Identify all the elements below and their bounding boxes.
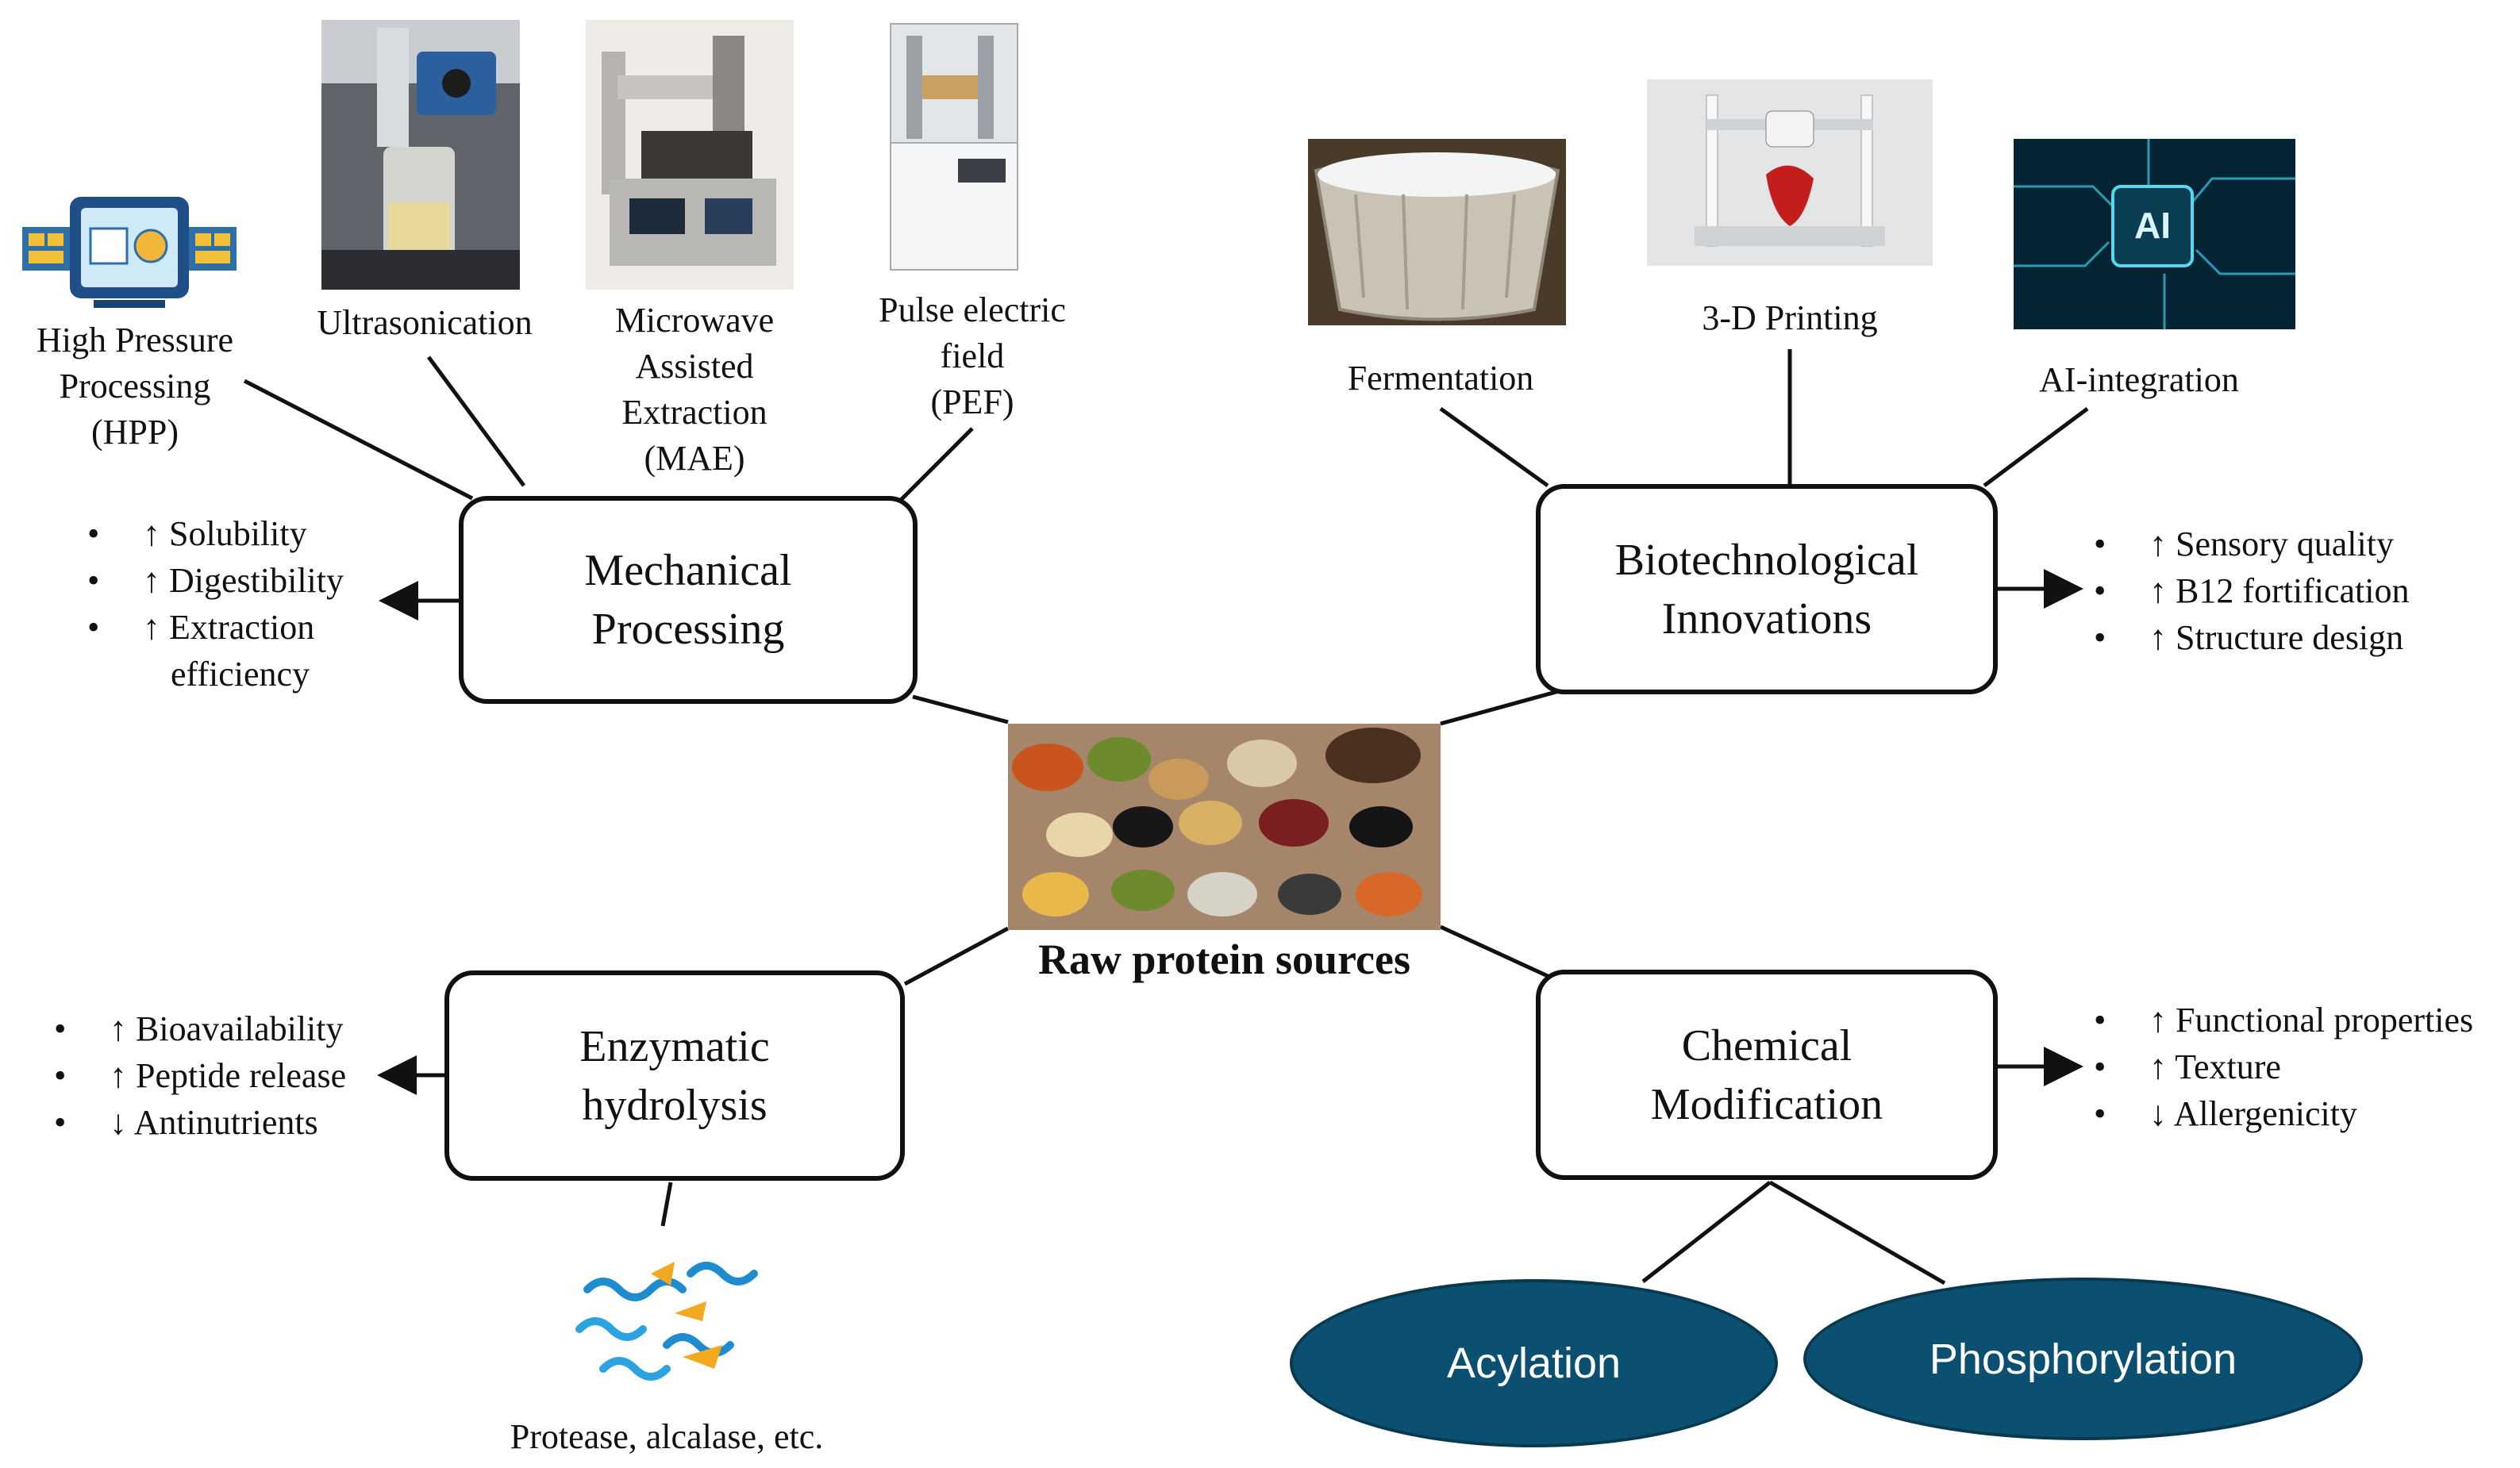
enzyme-label: Protease, alcalase, etc. (510, 1417, 824, 1456)
line-center-enzymatic (903, 926, 1010, 986)
microwave-extractor-image (586, 20, 794, 290)
line-acylation (1641, 1181, 1772, 1283)
line-enzyme (660, 1182, 673, 1227)
3d-printer-image (1647, 79, 1933, 266)
line-center-mechanical (912, 694, 1009, 724)
effect-item: ↑ B12 fortification (2094, 567, 2410, 614)
mae-label: Microwave Assisted Extraction (MAE) (564, 298, 825, 482)
fermentation-pot-image (1308, 139, 1566, 325)
effect-item: ↓ Antinutrients (54, 1099, 346, 1146)
ultrasonication-label: Ultrasonication (294, 300, 556, 346)
enzymatic-title-line: hydrolysis (582, 1080, 768, 1130)
acylation-node[interactable]: Acylation (1290, 1279, 1778, 1447)
ultrasonication-label-line: Ultrasonication (317, 303, 533, 342)
mechanical-processing-box[interactable]: Mechanical Processing (459, 496, 918, 704)
effect-item: efficiency (171, 655, 310, 694)
hpp-label: High Pressure Processing (HPP) (4, 317, 266, 455)
pef-label-line: (PEF) (930, 382, 1014, 421)
ultrasonication-image (321, 20, 520, 290)
line-ai (1983, 406, 2089, 488)
chemical-effects-list: ↑ Functional properties ↑ Texture ↓ Alle… (2094, 997, 2473, 1137)
effect-item: ↓ Allergenicity (2094, 1090, 2473, 1137)
phosphorylation-node[interactable]: Phosphorylation (1803, 1278, 2363, 1440)
effect-item: ↑ Peptide release (54, 1052, 346, 1099)
enzymatic-effects-list: ↑ Bioavailability ↑ Peptide release ↓ An… (54, 1005, 346, 1146)
line-fermentation (1439, 406, 1549, 488)
effect-item: ↑ Digestibility (87, 557, 344, 604)
mechanical-effects-list: ↑ Solubility ↑ Digestibility ↑ Extractio… (87, 510, 344, 697)
acylation-label: Acylation (1446, 1339, 1622, 1387)
3d-printing-label: 3-D Printing (1702, 298, 1878, 337)
mae-label-line: Microwave (614, 301, 775, 340)
chemical-modification-box[interactable]: Chemical Modification (1536, 970, 1998, 1180)
ai-integration-label: AI-integration (2039, 360, 2239, 399)
mae-label-line: Assisted (635, 347, 754, 386)
effect-item: ↑ Functional properties (2094, 997, 2473, 1043)
center-title: Raw protein sources (1038, 936, 1410, 983)
hpp-machine-image (14, 181, 244, 312)
effect-item: ↑ Texture (2094, 1043, 2473, 1090)
effect-item: ↑ Structure design (2094, 614, 2410, 661)
biotechnological-innovations-box[interactable]: Biotechnological Innovations (1536, 484, 1998, 694)
enzymatic-title-line: Enzymatic (579, 1021, 770, 1071)
effect-item: ↑ Bioavailability (54, 1005, 346, 1052)
line-hpp (243, 379, 474, 501)
pef-label-line: field (940, 336, 1005, 375)
ai-chip-image: AI (2014, 139, 2295, 329)
biotech-title-line: Biotechnological (1614, 535, 1919, 585)
enzyme-structure-image (556, 1226, 778, 1405)
hpp-label-line: (HPP) (90, 413, 179, 452)
pef-label: Pulse electric field (PEF) (841, 287, 1103, 425)
chemical-title-line: Chemical (1681, 1020, 1852, 1070)
effect-item: ↑ Sensory quality (2094, 521, 2410, 567)
enzymatic-hydrolysis-box[interactable]: Enzymatic hydrolysis (444, 970, 905, 1181)
line-ultrasonication (426, 355, 526, 487)
chemical-title-line: Modification (1650, 1079, 1883, 1129)
fermentation-label: Fermentation (1347, 359, 1534, 398)
pef-label-line: Pulse electric (879, 290, 1066, 329)
mechanical-title-line: Mechanical (584, 546, 792, 595)
hpp-label-line: Processing (59, 367, 211, 405)
line-phosphorylation (1768, 1180, 1946, 1285)
biotech-title-line: Innovations (1661, 594, 1872, 644)
phosphorylation-label: Phosphorylation (1929, 1335, 2237, 1383)
mechanical-title-line: Processing (591, 605, 785, 654)
hpp-label-line: High Pressure (36, 321, 234, 359)
biotech-effects-list: ↑ Sensory quality ↑ B12 fortification ↑ … (2094, 521, 2410, 661)
effect-item: ↑ Solubility (87, 510, 344, 557)
mae-label-line: (MAE) (644, 439, 745, 478)
mae-label-line: Extraction (621, 393, 768, 432)
line-center-biotech (1440, 686, 1568, 726)
raw-protein-sources-image (1008, 724, 1441, 930)
ai-chip-text: AI (2134, 205, 2171, 246)
line-center-chemical (1439, 924, 1549, 978)
pef-machine-image (883, 20, 1027, 274)
line-pef (899, 427, 974, 502)
effect-item: ↑ Extraction (87, 604, 344, 651)
